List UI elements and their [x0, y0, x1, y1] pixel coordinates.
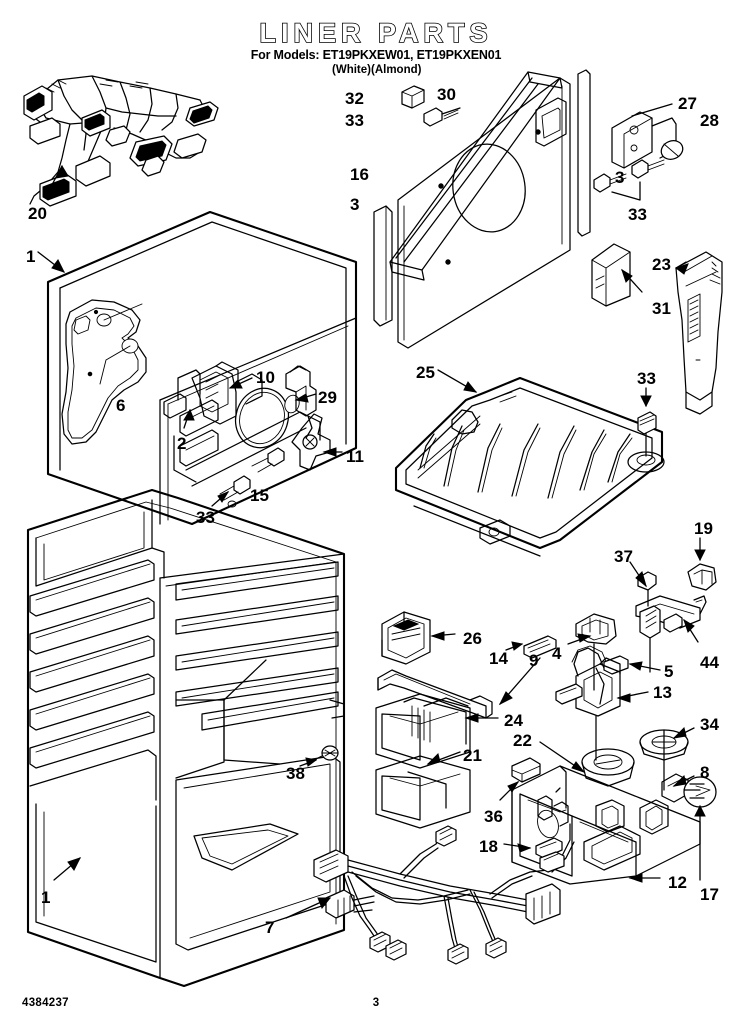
- callout-33: 33: [196, 508, 215, 527]
- callout-23: 23: [652, 255, 671, 274]
- callout-17: 17: [700, 885, 719, 904]
- part-rear-liner-panel: [373, 69, 591, 349]
- part-control-box-26: [381, 611, 456, 665]
- callout-33: 33: [637, 369, 656, 388]
- callout-20: 20: [28, 204, 47, 223]
- footer-part-number: 4384237: [22, 997, 69, 1009]
- callout-19: 19: [694, 519, 713, 538]
- callout-4: 4: [552, 644, 562, 663]
- color-variants: (White)(Almond): [0, 64, 752, 76]
- callout-5: 5: [664, 662, 674, 681]
- part-thermostat-4: [567, 613, 617, 691]
- callout-18: 18: [479, 837, 498, 856]
- callout-26: 26: [463, 629, 482, 648]
- callout-14: 14: [489, 649, 508, 668]
- callout-29: 29: [318, 388, 337, 407]
- callout-32: 32: [345, 89, 364, 108]
- callout-2: 2: [177, 434, 187, 453]
- part-drain-housing-12: [503, 765, 717, 885]
- callout-30: 30: [437, 85, 456, 104]
- callout-10: 10: [256, 368, 275, 387]
- callout-8: 8: [700, 763, 710, 782]
- callout-16: 16: [350, 165, 369, 184]
- callout-27: 27: [678, 94, 697, 113]
- callout-37: 37: [614, 547, 633, 566]
- page-title: LINER PARTS: [259, 17, 493, 49]
- part-wiring-harness-upper: [23, 75, 219, 207]
- callout-44: 44: [700, 653, 719, 672]
- callout-25: 25: [416, 363, 435, 382]
- callout-15: 15: [250, 486, 269, 505]
- color-almond-label: (Almond): [371, 64, 422, 76]
- part-air-duct: [591, 243, 723, 415]
- callout-33: 33: [345, 111, 364, 130]
- part-terminal-14: [505, 635, 557, 659]
- callout-1: 1: [26, 247, 36, 266]
- part-wiring-harness-lower: [285, 823, 575, 965]
- part-drain-pan: [394, 369, 665, 557]
- callout-36: 36: [484, 807, 503, 826]
- callout-34: 34: [700, 715, 719, 734]
- callout-13: 13: [653, 683, 672, 702]
- callout-38: 38: [286, 764, 305, 783]
- callout-7: 7: [265, 918, 275, 937]
- part-bracket-24: [377, 657, 541, 723]
- callout-1: 1: [41, 888, 51, 907]
- callout-33: 33: [628, 205, 647, 224]
- part-grommet-34: [639, 727, 695, 791]
- part-wire-5: [571, 645, 661, 677]
- callout-24: 24: [504, 711, 523, 730]
- callout-12: 12: [668, 873, 687, 892]
- callout-21: 21: [463, 746, 482, 765]
- part-refrigerator-liner: [26, 488, 375, 988]
- part-drain-tube-37: [629, 537, 717, 673]
- part-pan-21-36: [375, 693, 541, 829]
- models-line: For Models: ET19PKXEW01, ET19PKXEN01: [250, 48, 502, 62]
- callout-11: 11: [346, 447, 364, 466]
- callout-9: 9: [529, 651, 539, 670]
- color-white-label: (White): [332, 64, 371, 76]
- part-drain-ring-22: [539, 741, 635, 787]
- callout-31: 31: [652, 299, 671, 318]
- callout-22: 22: [513, 731, 532, 750]
- footer-page-number: 3: [372, 997, 380, 1009]
- part-freezer-liner: [37, 210, 358, 526]
- part-defrost-thermostat-13: [555, 657, 649, 761]
- callout-3: 3: [350, 195, 360, 214]
- part-hinge-bracket: [593, 103, 684, 201]
- callout-28: 28: [700, 111, 719, 130]
- callout-3: 3: [615, 168, 625, 187]
- callout-6: 6: [116, 396, 126, 415]
